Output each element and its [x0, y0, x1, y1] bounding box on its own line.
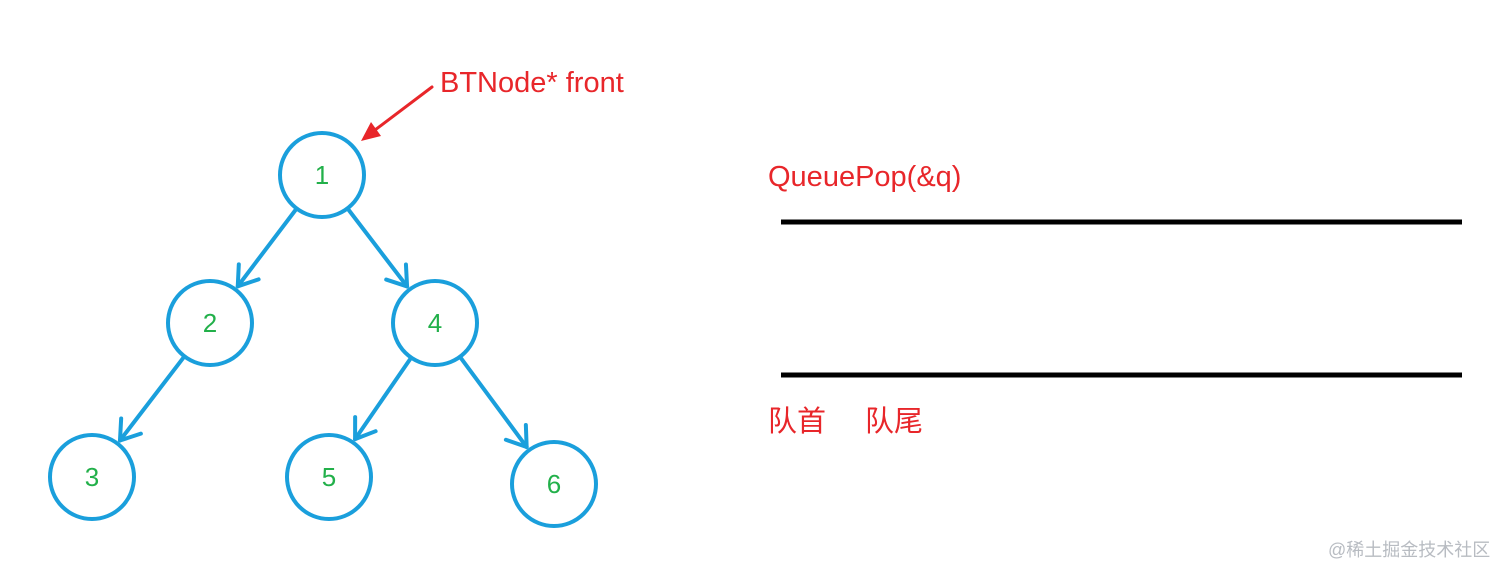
tree-edge-4-6 [457, 354, 529, 450]
queue-operation-label: QueuePop(&q) [768, 161, 962, 193]
front-pointer-arrowhead [361, 122, 381, 141]
tree-edge-1-2 [235, 206, 299, 289]
queue-head-label: 队首 [768, 406, 827, 438]
front-pointer-arrow-line [365, 85, 434, 138]
edge-line [235, 206, 299, 289]
tree-edge-2-3 [117, 354, 187, 443]
edge-arrowhead [503, 423, 529, 450]
tree-nodes: 1 2 4 3 5 6 [48, 131, 598, 528]
node-label: 1 [315, 160, 329, 190]
node-label: 5 [322, 462, 336, 492]
queue-tail-label: 队尾 [865, 406, 924, 438]
edge-arrowhead [384, 262, 410, 289]
tree-edge-1-4 [345, 206, 410, 289]
front-pointer-label: BTNode* front [440, 67, 624, 99]
edge-arrowhead [117, 416, 143, 443]
tree-node-3: 3 [48, 433, 136, 521]
tree-edges [117, 206, 529, 450]
node-circle [510, 440, 598, 528]
node-circle [391, 279, 479, 367]
tree-node-6: 6 [510, 440, 598, 528]
node-circle [48, 433, 136, 521]
tree-edge-4-5 [353, 355, 414, 442]
tree-node-1: 1 [278, 131, 366, 219]
node-circle [285, 433, 373, 521]
node-label: 3 [85, 462, 99, 492]
queue-diagram [781, 219, 1462, 378]
edge-line [353, 355, 414, 442]
edge-line [457, 354, 529, 450]
node-label: 2 [203, 308, 217, 338]
tree-node-5: 5 [285, 433, 373, 521]
tree-node-2: 2 [166, 279, 254, 367]
node-label: 6 [547, 469, 561, 499]
edge-arrowhead [353, 415, 378, 442]
front-pointer [361, 85, 434, 141]
node-circle [166, 279, 254, 367]
tree-node-4: 4 [391, 279, 479, 367]
node-circle [278, 131, 366, 219]
edge-line [345, 206, 410, 289]
watermark: @稀土掘金技术社区 [1328, 540, 1491, 560]
node-label: 4 [428, 308, 442, 338]
edge-line [117, 354, 187, 443]
edge-arrowhead [235, 262, 261, 289]
